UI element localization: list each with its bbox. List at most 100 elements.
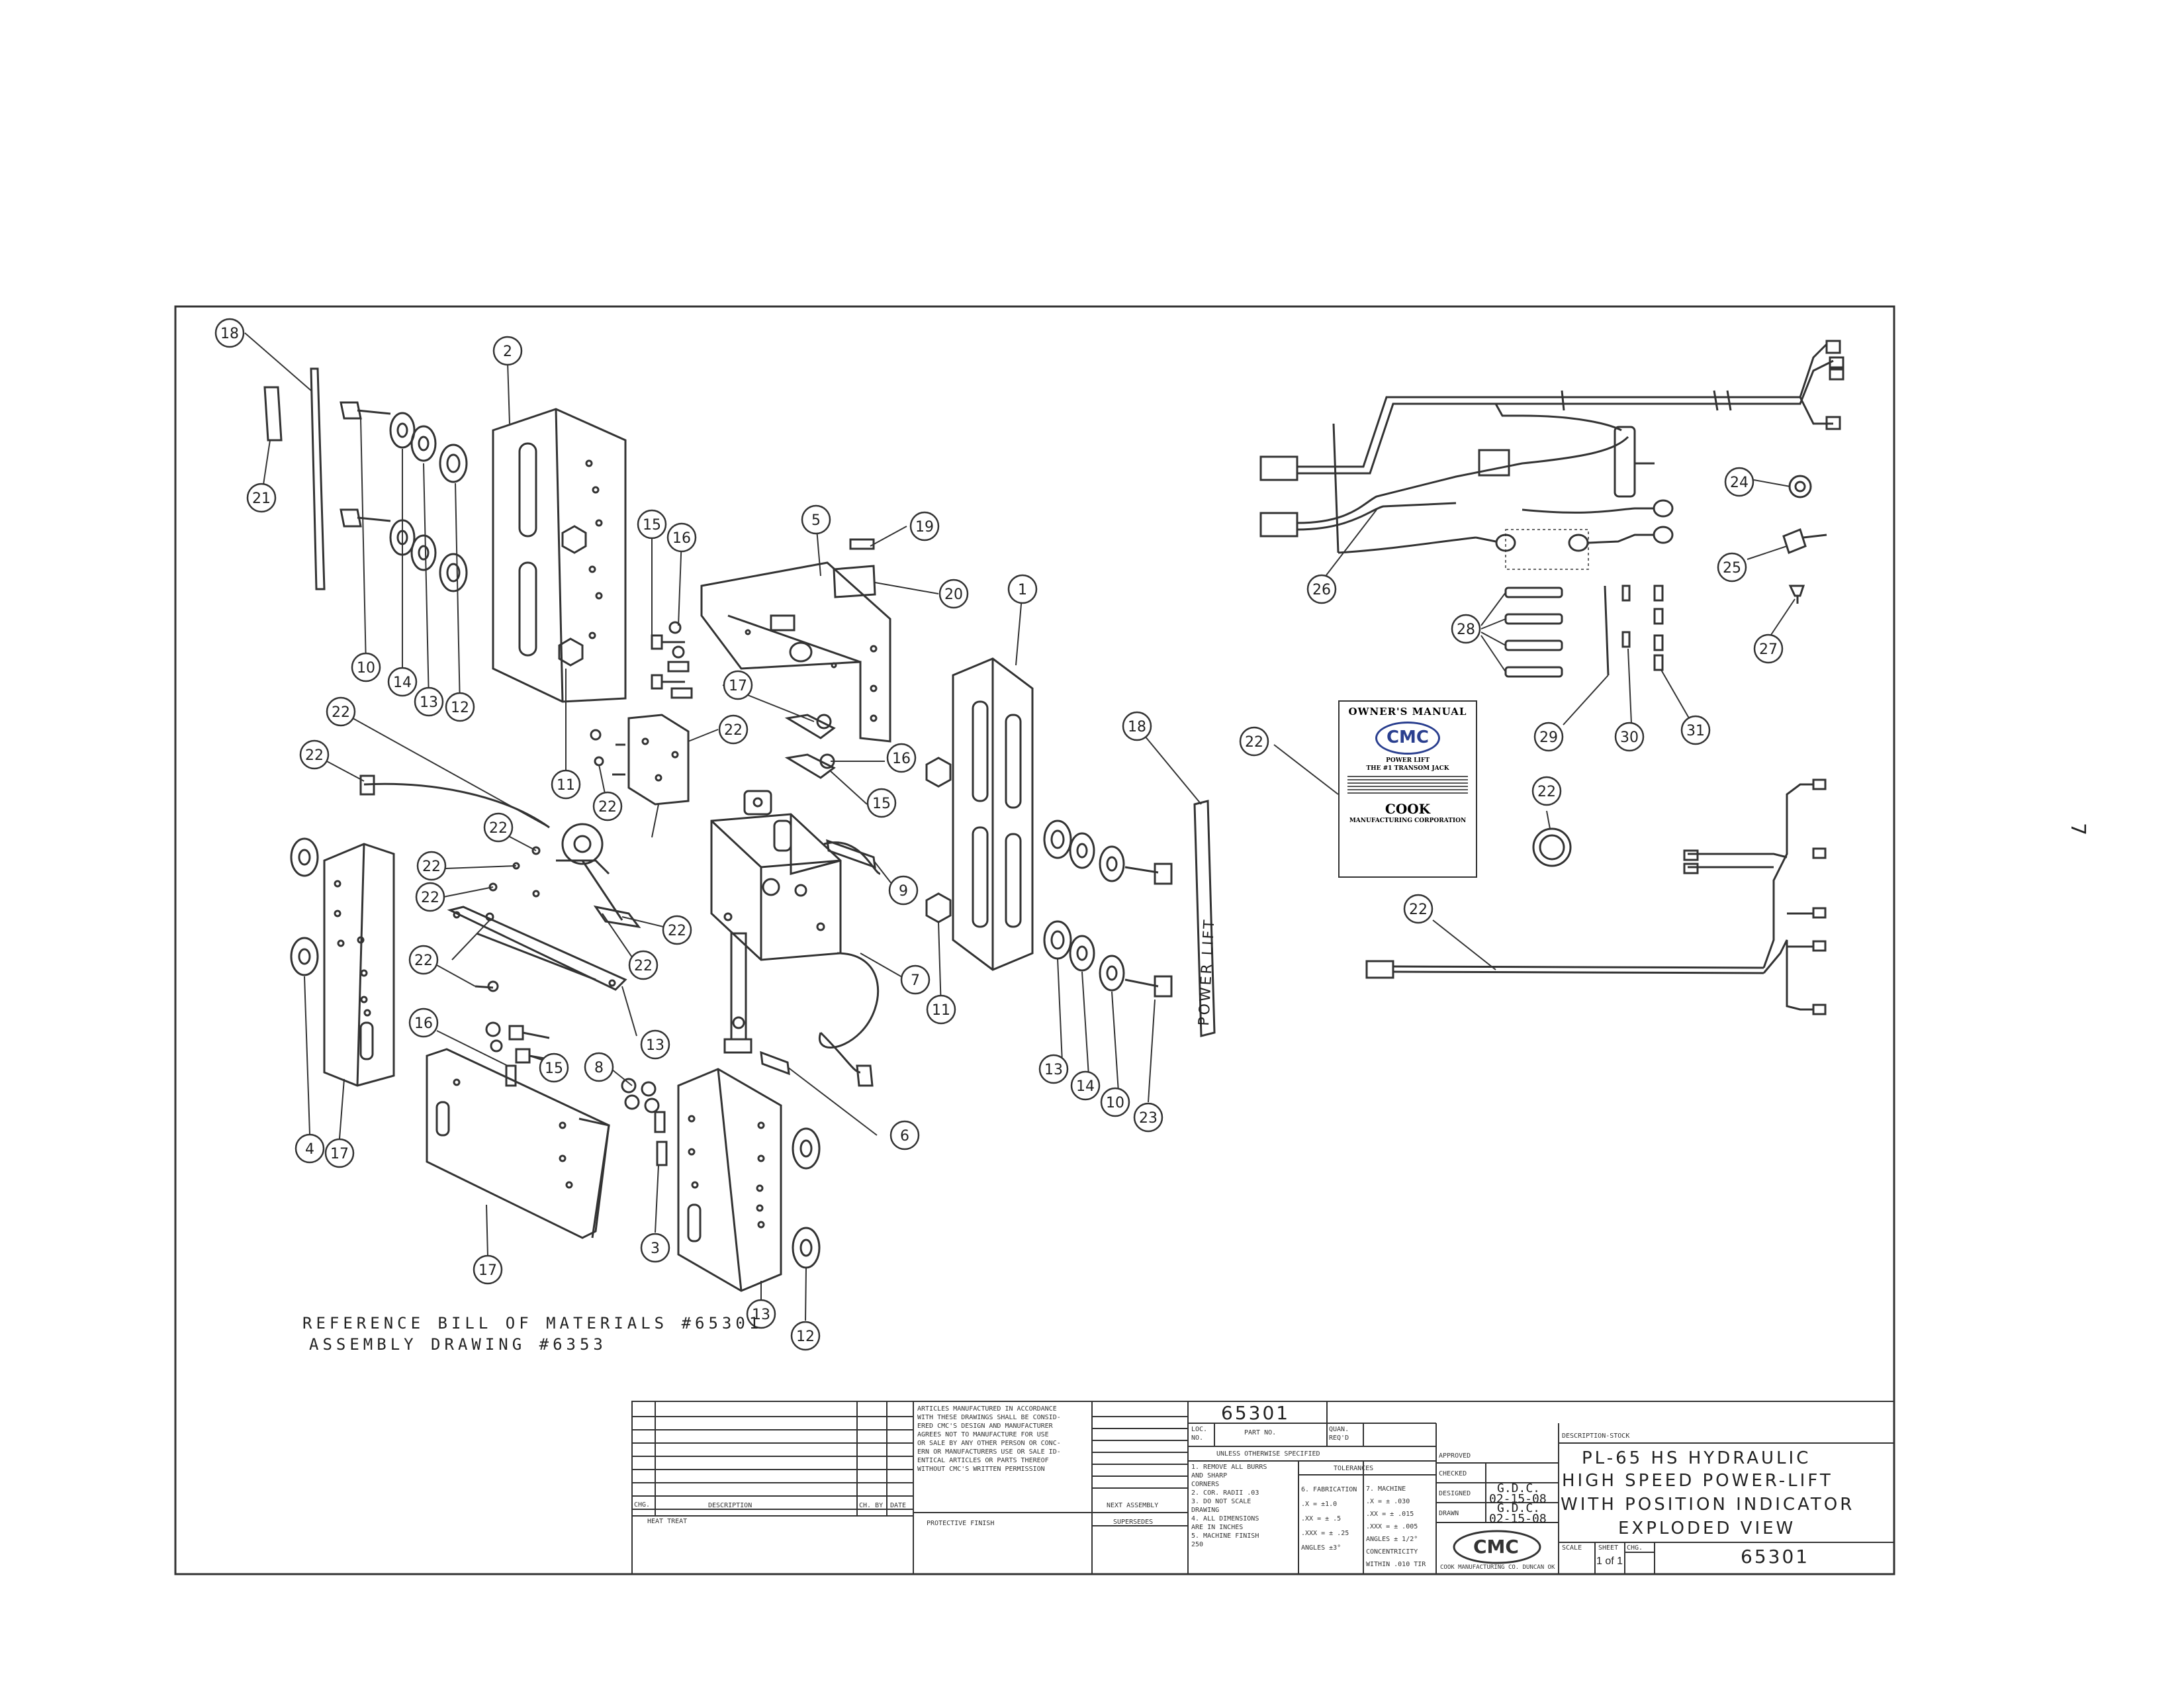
quan-req-label: QUAN. REQ'D bbox=[1329, 1426, 1349, 1442]
callout-circle bbox=[492, 336, 523, 366]
callout-22: 22 bbox=[483, 812, 514, 843]
rev-date-header: DATE bbox=[890, 1502, 907, 1509]
callout-22: 22 bbox=[1403, 894, 1433, 924]
callout-circle bbox=[592, 791, 623, 821]
nuts-11-part bbox=[925, 757, 952, 923]
callout-16: 16 bbox=[886, 743, 917, 773]
callout-22: 22 bbox=[1531, 776, 1562, 806]
callout-circle bbox=[1531, 776, 1562, 806]
pin-17-part bbox=[784, 714, 836, 779]
callout-circle bbox=[326, 696, 356, 727]
callout-label: 22 bbox=[1245, 734, 1263, 751]
callout-19: 19 bbox=[909, 511, 940, 541]
callout-label: 18 bbox=[1128, 719, 1146, 735]
sheet-value: 1 of 1 bbox=[1596, 1556, 1623, 1567]
callout-circle bbox=[1403, 894, 1433, 924]
callout-circle bbox=[1122, 711, 1152, 741]
callout-circle bbox=[414, 686, 444, 717]
callout-circle bbox=[888, 875, 919, 906]
callout-label: 16 bbox=[414, 1015, 433, 1032]
callout-label: 20 bbox=[944, 586, 963, 603]
callout-label: 17 bbox=[729, 678, 747, 694]
supersedes-label: SUPERSEDES bbox=[1113, 1519, 1154, 1526]
bracket-5-part bbox=[700, 561, 891, 743]
callout-circle bbox=[1306, 574, 1337, 604]
screws-lower-part bbox=[485, 1021, 668, 1166]
callout-1: 1 bbox=[1007, 574, 1038, 604]
callout-22: 22 bbox=[299, 739, 330, 770]
callout-label: 4 bbox=[305, 1141, 314, 1158]
callout-31: 31 bbox=[1680, 715, 1711, 745]
small-decal-part bbox=[263, 386, 283, 442]
callout-2: 2 bbox=[492, 336, 523, 366]
indicator-harness-part bbox=[1365, 778, 1827, 1015]
callout-circle bbox=[790, 1321, 821, 1351]
description-stock-label: DESCRIPTION-STOCK bbox=[1562, 1432, 1630, 1440]
callout-27: 27 bbox=[1753, 633, 1784, 664]
callout-circle bbox=[900, 964, 931, 995]
callout-label: 21 bbox=[252, 491, 271, 507]
washers-13-left-part bbox=[290, 837, 319, 976]
callout-circle bbox=[666, 522, 697, 553]
callout-label: 11 bbox=[932, 1002, 950, 1019]
callout-circle bbox=[1717, 552, 1747, 583]
washers-part bbox=[389, 412, 468, 592]
callout-label: 24 bbox=[1730, 475, 1749, 491]
manual-company: COOK bbox=[1385, 801, 1431, 817]
callout-label: 25 bbox=[1723, 560, 1741, 577]
callout-label: 22 bbox=[1537, 784, 1556, 800]
callout-circle bbox=[662, 915, 692, 945]
title-line-1: PL-65 HS HYDRAULIC bbox=[1582, 1448, 1811, 1468]
callout-label: 16 bbox=[672, 530, 691, 547]
title-block-logo: CMC bbox=[1473, 1536, 1519, 1558]
manual-logo: CMC bbox=[1375, 722, 1440, 755]
callout-16: 16 bbox=[666, 522, 697, 553]
callout-22: 22 bbox=[592, 791, 623, 821]
bracket-6-part bbox=[426, 1048, 610, 1239]
callout-11: 11 bbox=[926, 994, 956, 1025]
company-line: COOK MANUFACTURING CO. DUNCAN OK bbox=[1440, 1564, 1555, 1571]
callout-circle bbox=[1533, 722, 1564, 752]
callout-22: 22 bbox=[408, 945, 439, 975]
callout-label: 22 bbox=[332, 704, 350, 721]
callout-23: 23 bbox=[1133, 1102, 1163, 1133]
cmc-logo-mark bbox=[1453, 1530, 1541, 1564]
callout-20: 20 bbox=[938, 579, 969, 609]
callout-circle bbox=[1239, 726, 1269, 757]
bracket-1-part bbox=[952, 657, 1034, 971]
callout-circle bbox=[1007, 574, 1038, 604]
callout-15: 15 bbox=[637, 509, 667, 539]
callout-11: 11 bbox=[551, 769, 581, 800]
owners-manual: OWNER'S MANUAL CMC POWER LIFT THE #1 TRA… bbox=[1338, 700, 1477, 878]
callout-label: 29 bbox=[1539, 729, 1558, 746]
callout-circle bbox=[746, 1299, 776, 1329]
pin-8-part bbox=[760, 1051, 790, 1076]
screws-27-part bbox=[1504, 586, 1563, 678]
callout-label: 13 bbox=[752, 1307, 770, 1323]
callout-label: 10 bbox=[357, 660, 375, 677]
decal-20-part bbox=[833, 565, 876, 598]
fitting-25-part bbox=[1788, 585, 1805, 604]
callout-label: 22 bbox=[414, 953, 433, 969]
callout-circle bbox=[483, 812, 514, 843]
callout-label: 22 bbox=[668, 923, 686, 939]
callout-label: 14 bbox=[1076, 1078, 1095, 1095]
screws-15-16-part bbox=[651, 621, 693, 699]
callout-label: 23 bbox=[1139, 1110, 1158, 1127]
callout-circle bbox=[1753, 633, 1784, 664]
bolts-part bbox=[340, 401, 391, 528]
manual-text-block bbox=[1347, 776, 1468, 796]
manual-heading: OWNER'S MANUAL bbox=[1348, 706, 1467, 718]
callout-10: 10 bbox=[351, 652, 381, 682]
reference-assembly-line: ASSEMBLY DRAWING #6353 bbox=[309, 1335, 607, 1354]
callout-circle bbox=[1614, 722, 1645, 752]
callout-label: 15 bbox=[545, 1060, 563, 1077]
callout-16: 16 bbox=[408, 1007, 439, 1038]
callout-12: 12 bbox=[445, 692, 475, 722]
title-line-3: WITH POSITION INDICATOR bbox=[1561, 1495, 1855, 1515]
callout-circle bbox=[415, 882, 445, 912]
sensor-plate-part bbox=[590, 714, 690, 806]
callout-26: 26 bbox=[1306, 574, 1337, 604]
callout-label: 22 bbox=[421, 890, 439, 906]
